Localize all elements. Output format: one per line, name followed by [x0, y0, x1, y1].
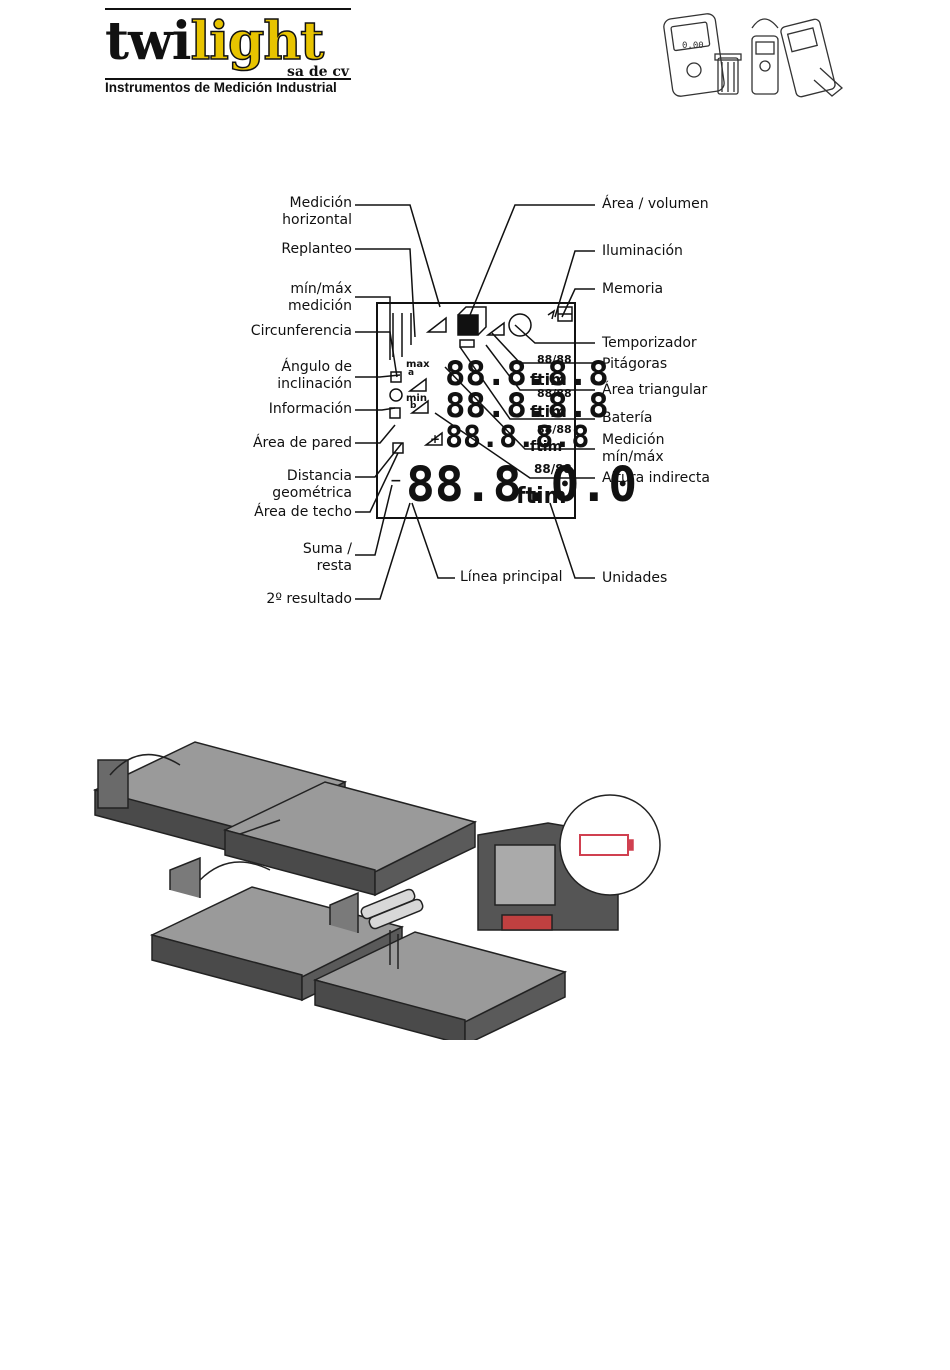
logo-light: light: [190, 11, 325, 72]
lcd-icons: [389, 306, 573, 454]
lcd-row2-unit: ftim: [530, 402, 567, 421]
battery-insertion-illustration: [92, 741, 661, 1040]
lcd-row3-digits: 88.8.8.8: [445, 420, 590, 455]
label-memory: Memoria: [602, 281, 664, 297]
lcd-row1-unit: ftim: [530, 370, 567, 389]
lcd-minus-sign: −: [390, 473, 402, 489]
company-logo: twilight sa de cv Instrumentos de Medici…: [105, 8, 355, 100]
label-indirect-height: Altura indirecta: [602, 470, 710, 486]
lcd-a-label: a: [408, 368, 414, 378]
label-battery: Batería: [602, 410, 653, 426]
logo-twi: twi: [105, 11, 192, 72]
lcd-main-unit: ftim: [516, 484, 567, 509]
label-pythagoras: Pitágoras: [602, 356, 668, 372]
lcd-row2-fraction: 88/88: [537, 387, 572, 400]
label-illumination: Iluminación: [602, 243, 683, 259]
logo-wordmark: twilight: [105, 11, 325, 72]
logo-bottom-rule: [105, 78, 351, 80]
lcd-row3-fraction: 88/88: [537, 423, 572, 436]
lcd-display-diagram: 88.8.8.8 88.8.8.8 88.8.8.8 88.8.0.0 ftim…: [230, 185, 720, 610]
label-add-subtract: Suma /resta: [302, 541, 352, 574]
lcd-row2-digits: 88.8.8.8: [445, 386, 609, 426]
instruments-illustration: 0.00: [663, 13, 844, 98]
logo-top-rule: [105, 8, 351, 10]
lcd-diagram-graphics: 88.8.8.8 88.8.8.8 88.8.8.8 88.8.0.0 ftim…: [355, 204, 637, 600]
lcd-row1-fraction: 88/88: [537, 353, 572, 366]
company-tagline: Instrumentos de Medición Industrial: [105, 80, 337, 95]
label-ceiling-area: Área de techo: [254, 504, 352, 520]
lcd-main-fraction: 88/88: [534, 462, 572, 476]
lcd-b-label: b: [410, 401, 417, 411]
label-area-volume: Área / volumen: [602, 196, 709, 212]
instrument-display-text: 0.00: [682, 41, 704, 51]
label-units: Unidades: [602, 570, 668, 586]
lcd-row3-unit: ftim: [530, 439, 562, 455]
lcd-min-label: min: [406, 393, 427, 404]
label-wall-area: Área de pared: [252, 435, 352, 451]
lcd-max-label: max: [406, 359, 430, 370]
label-circumference: Circunferencia: [250, 323, 352, 339]
label-information: Información: [268, 401, 352, 417]
label-timer: Temporizador: [602, 335, 697, 351]
logo-subtitle: sa de cv: [287, 64, 350, 80]
lcd-main-digits: 88.8.0.0: [406, 457, 637, 513]
left-leader-lines: [355, 204, 441, 600]
label-triangular-area: Área triangular: [602, 382, 708, 398]
label-second-result: 2º resultado: [266, 591, 352, 607]
label-main-line: Línea principal: [460, 569, 563, 585]
label-stakeout: Replanteo: [281, 241, 352, 257]
lcd-plus-sign: +: [430, 432, 440, 446]
right-leader-lines: [411, 204, 595, 579]
lcd-row1-digits: 88.8.8.8: [445, 354, 609, 394]
